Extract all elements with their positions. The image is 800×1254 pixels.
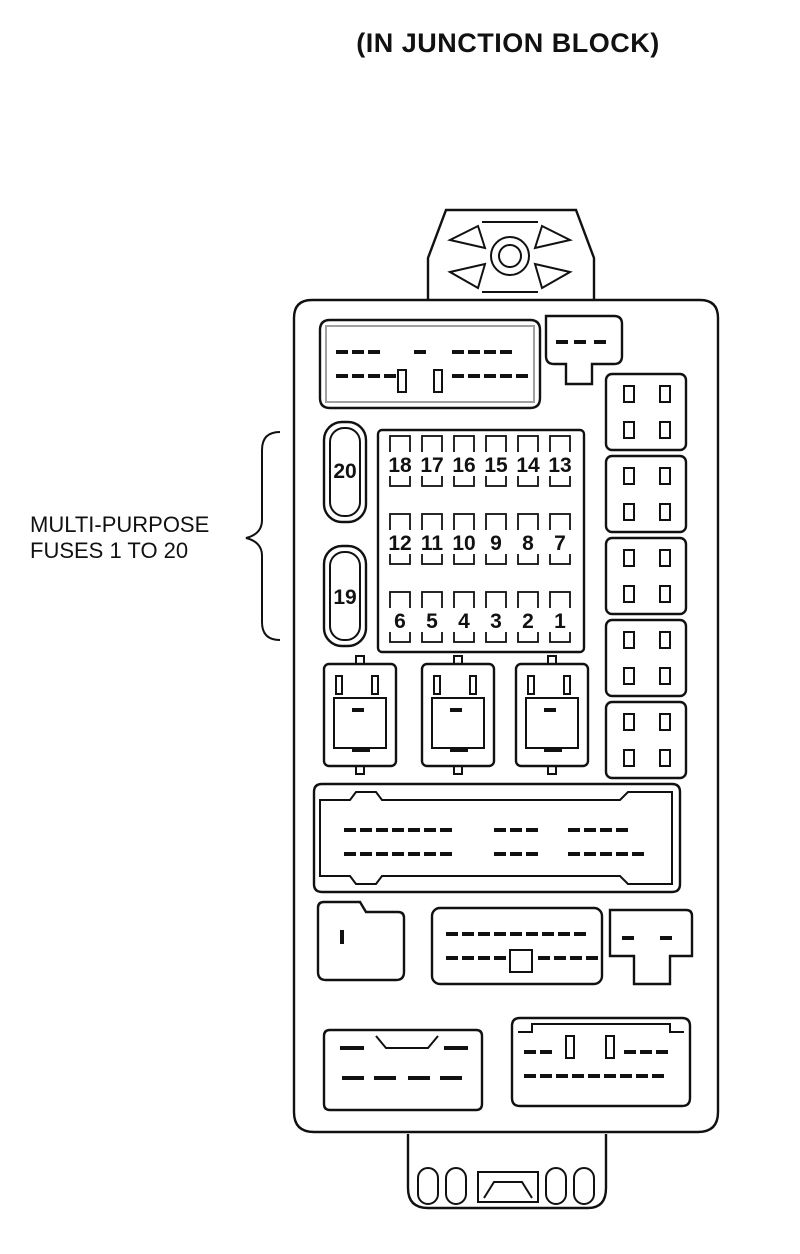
fuse-8: 8 — [516, 513, 540, 565]
fuse-19: 19 — [322, 544, 368, 648]
fuse-label-bg — [388, 452, 412, 476]
wide-connector — [312, 782, 682, 894]
mid-lower-connector — [430, 906, 604, 986]
fuse-label-bg — [484, 608, 508, 632]
fuse-15: 15 — [484, 435, 508, 487]
relay-socket-4 — [604, 618, 688, 698]
fuse-12: 12 — [388, 513, 412, 565]
fuse-label-bg — [516, 608, 540, 632]
middle-relay-sockets — [322, 655, 590, 775]
relay-socket-5 — [604, 700, 688, 780]
fuse-18: 18 — [388, 435, 412, 487]
fuse-number: 12 — [388, 532, 411, 555]
fuse-2: 2 — [516, 591, 540, 643]
fuse-7: 7 — [548, 513, 572, 565]
fuse-16: 16 — [452, 435, 476, 487]
fuse-label-bg — [548, 452, 572, 476]
svg-text:19: 19 — [333, 586, 356, 609]
fuse-5: 5 — [420, 591, 444, 643]
relay-socket-2 — [604, 454, 688, 534]
fuse-3: 3 — [484, 591, 508, 643]
fuse-11: 11 — [420, 513, 444, 565]
fuse-number: 18 — [388, 454, 412, 477]
svg-text:20: 20 — [333, 460, 356, 483]
fuse-9: 9 — [484, 513, 508, 565]
fuse-label-bg — [420, 608, 444, 632]
fuse-number: 10 — [452, 532, 475, 555]
fuse-4: 4 — [452, 591, 476, 643]
fuse-callout-label: MULTI-PURPOSE FUSES 1 TO 20 — [30, 512, 209, 564]
fuse-label-bg — [452, 452, 476, 476]
relay-socket-3 — [604, 536, 688, 616]
middle-relay-2 — [420, 655, 496, 775]
fuse-label-bg — [484, 452, 508, 476]
fuse-label-bg — [420, 530, 444, 554]
top-mounting-tab — [426, 208, 596, 300]
fuse-number: 13 — [548, 454, 571, 477]
fuse-label-bg — [548, 608, 572, 632]
fuse-number: 1 — [554, 610, 566, 633]
middle-relay-3 — [514, 655, 590, 775]
top-connector — [318, 318, 542, 410]
small-right-connector — [608, 908, 694, 986]
fuse-number: 16 — [452, 454, 475, 477]
middle-relay-1 — [322, 655, 398, 775]
small-top-connector — [544, 314, 624, 386]
small-left-connector — [316, 900, 406, 982]
fuse-label-bg — [388, 530, 412, 554]
fuse-17: 17 — [420, 435, 444, 487]
fuse-number: 14 — [516, 454, 540, 477]
fuse-number: 3 — [490, 610, 502, 633]
fuse-number: 5 — [426, 610, 438, 633]
diagram-title: (IN JUNCTION BLOCK) — [356, 28, 660, 58]
fuse-number: 6 — [394, 610, 406, 633]
fuse-label-bg — [420, 452, 444, 476]
fuse-label-bg — [516, 452, 540, 476]
fuse-label-bg — [452, 530, 476, 554]
bottom-right-connector — [510, 1016, 692, 1108]
fuse-number: 11 — [421, 532, 444, 555]
callout-brace — [245, 431, 281, 641]
right-relay-sockets — [604, 372, 688, 780]
fuse-label-bg — [484, 530, 508, 554]
fuse-20: 20 — [322, 420, 368, 524]
fuse-label-bg — [452, 608, 476, 632]
fuse-label-bg — [388, 608, 412, 632]
fuse-13: 13 — [548, 435, 572, 487]
fuse-label-bg — [548, 530, 572, 554]
fuse-number: 2 — [522, 610, 534, 633]
fuse-14: 14 — [516, 435, 540, 487]
bottom-mounting-tab — [406, 1134, 608, 1210]
fuse-number: 15 — [484, 454, 508, 477]
bottom-left-connector — [322, 1028, 484, 1112]
fuse-1: 1 — [548, 591, 572, 643]
fuse-6: 6 — [388, 591, 412, 643]
fuse-number: 9 — [490, 532, 502, 555]
fuse-number: 4 — [458, 610, 470, 633]
fuse-label-bg — [516, 530, 540, 554]
fuse-number: 8 — [522, 532, 534, 555]
fuse-10: 10 — [452, 513, 476, 565]
fuse-number: 7 — [554, 532, 566, 555]
fuse-number: 17 — [420, 454, 443, 477]
relay-socket-1 — [604, 372, 688, 452]
fuse-callout-line-2: FUSES 1 TO 20 — [30, 538, 189, 563]
fuse-callout-line-1: MULTI-PURPOSE — [30, 512, 210, 537]
